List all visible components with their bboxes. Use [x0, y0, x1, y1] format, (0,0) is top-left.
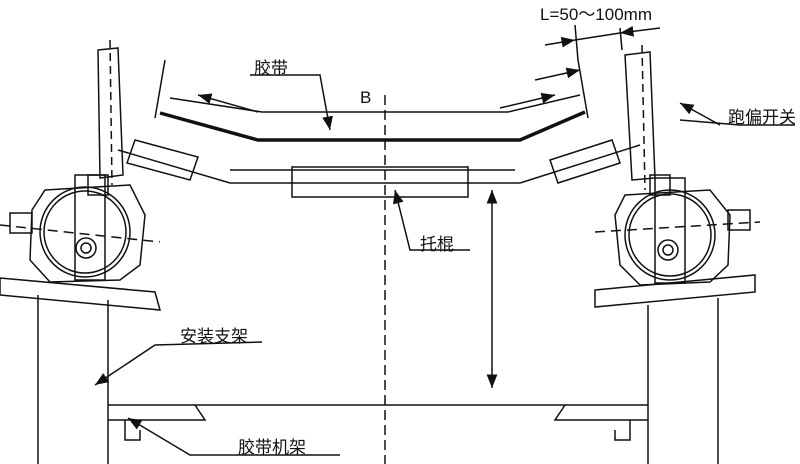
dimension-L-label: L=50～100mm — [540, 5, 652, 24]
belt-width-arrow-left — [197, 93, 259, 113]
deviation-switch-label: 跑偏开关 — [728, 108, 796, 128]
right-deviation-switch — [594, 44, 761, 308]
leaders — [94, 74, 795, 456]
mounting-brackets — [37, 295, 719, 464]
belt — [154, 59, 589, 142]
idler-label: 托棍 — [420, 235, 454, 255]
conveyor-frame-label: 胶带机架 — [238, 438, 306, 458]
belt-label: 胶带 — [254, 59, 288, 79]
idlers — [117, 139, 641, 198]
conveyor-frame — [108, 404, 648, 441]
belt-width-label: B — [360, 88, 372, 107]
left-deviation-switch — [0, 39, 162, 311]
L-dimension — [534, 24, 661, 81]
belt-width-arrow-right — [499, 92, 556, 109]
mounting-bracket-label: 安装支架 — [180, 327, 248, 347]
